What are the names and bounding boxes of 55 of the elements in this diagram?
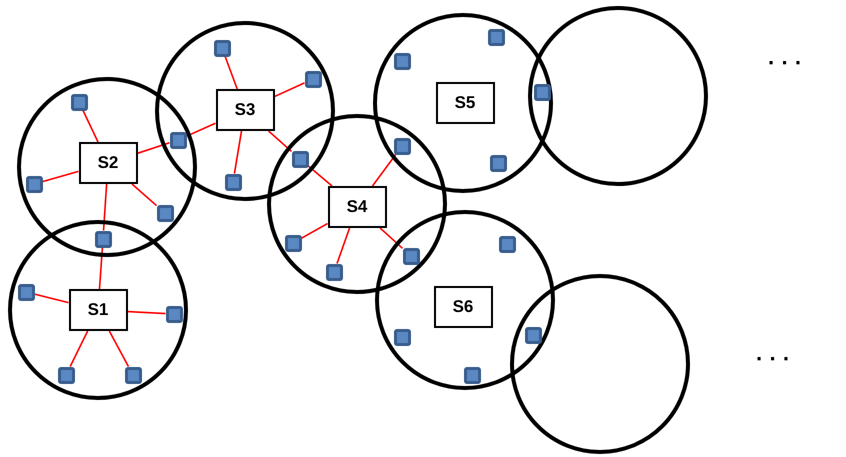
sensor-square [26, 176, 42, 192]
sensor-square [292, 150, 308, 168]
ellipsis-text: · · · [756, 348, 790, 370]
link-line [98, 247, 104, 290]
range-circle [17, 77, 197, 257]
sensor-square [224, 174, 242, 190]
range-circle [8, 220, 188, 400]
sensor-square [488, 28, 504, 46]
sensor-square [464, 366, 480, 384]
link-line [102, 184, 108, 231]
link-line [308, 166, 333, 187]
link-line [274, 82, 305, 98]
link-line [108, 330, 130, 367]
link-line [268, 130, 292, 152]
sensor-square [284, 234, 302, 252]
sensor-square [94, 230, 112, 248]
station-box: S1 [68, 289, 128, 331]
sensor-square [170, 132, 186, 148]
link-line [301, 222, 328, 239]
link-line [82, 110, 99, 142]
sensor-square [326, 264, 342, 280]
station-box: S5 [436, 82, 494, 124]
link-line [137, 142, 170, 154]
link-line [336, 228, 350, 264]
ellipsis-text: · · · [768, 52, 802, 74]
link-line [34, 293, 69, 304]
sensor-square [214, 40, 230, 56]
sensor-square [18, 284, 34, 300]
station-box: S6 [434, 286, 492, 328]
sensor-square [402, 248, 420, 264]
sensor-square [394, 52, 410, 70]
link-line [224, 56, 238, 90]
station-box: S3 [216, 89, 274, 131]
link-line [131, 183, 158, 206]
sensor-square [394, 138, 410, 154]
sensor-square [498, 236, 516, 252]
link-line [42, 170, 79, 182]
link-line [380, 227, 404, 249]
link-line [372, 154, 396, 186]
sensor-square [304, 70, 322, 88]
range-circle [375, 210, 555, 390]
station-box: S4 [328, 186, 386, 228]
station-box: S2 [78, 142, 138, 184]
link-line [234, 130, 242, 174]
sensor-square [124, 366, 142, 384]
sensor-square [70, 94, 88, 110]
sensor-square [534, 84, 550, 100]
link-line [69, 330, 88, 367]
sensor-square [156, 204, 174, 222]
sensor-square [166, 306, 182, 322]
link-line [127, 310, 166, 314]
sensor-square [490, 154, 506, 172]
sensor-square [58, 366, 74, 384]
sensor-square [524, 326, 542, 344]
sensor-square [394, 328, 410, 346]
